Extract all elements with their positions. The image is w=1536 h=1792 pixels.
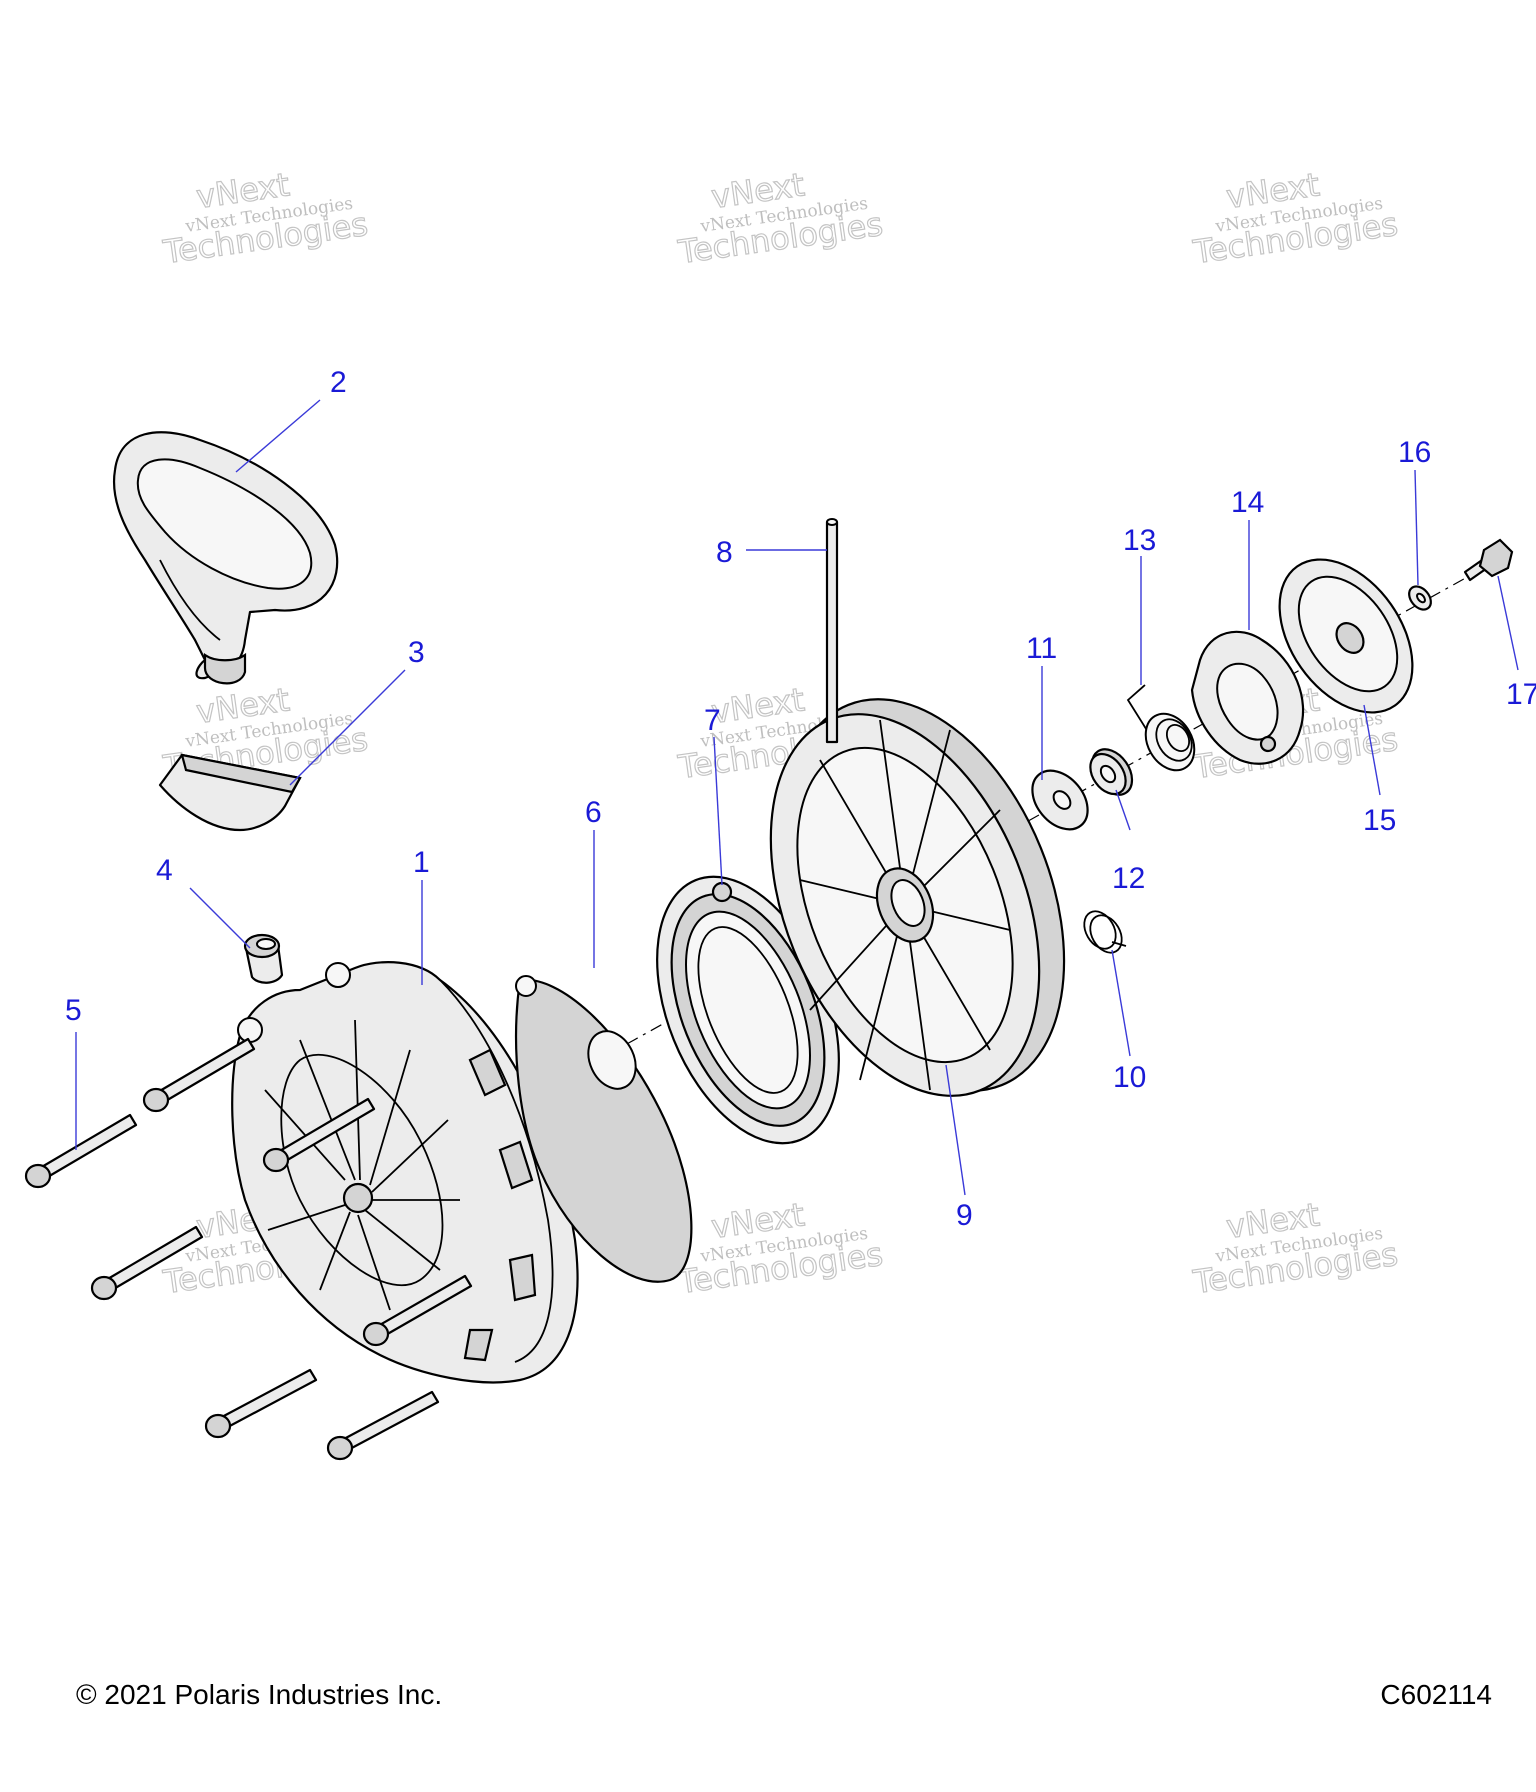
copyright-notice: © 2021 Polaris Industries Inc. — [76, 1679, 443, 1710]
bolt — [362, 1274, 473, 1347]
part-recoil-housing — [231, 961, 579, 1384]
watermark: vNext vNext Technologies Technologies — [1190, 165, 1401, 272]
callout-9: 9 — [956, 1199, 973, 1232]
callout-4: 4 — [156, 854, 173, 887]
leader-16 — [1414, 469, 1419, 586]
leader-17 — [1497, 575, 1519, 671]
part-small-washer — [1408, 585, 1432, 611]
callout-16: 16 — [1398, 436, 1431, 469]
part-hex-bolt — [1463, 538, 1514, 582]
watermark: vNext vNext Technologies Technologies — [675, 1195, 886, 1302]
part-cover-disc — [1278, 558, 1414, 714]
leader-lines — [75, 399, 1519, 1196]
leader-9 — [945, 1064, 966, 1196]
part-washer — [1031, 769, 1089, 831]
bolt — [24, 1113, 138, 1189]
callout-2: 2 — [330, 366, 347, 399]
watermark-group: vNext vNext Technologies Technologies vN… — [160, 165, 1401, 1302]
bolt — [262, 1097, 376, 1173]
part-pin — [825, 518, 839, 744]
callout-15: 15 — [1363, 804, 1396, 837]
callout-11: 11 — [1026, 632, 1057, 665]
leader-4 — [189, 887, 251, 949]
callout-10: 10 — [1113, 1061, 1146, 1094]
part-bolts — [24, 1037, 473, 1461]
callout-17: 17 — [1506, 678, 1536, 711]
part-ratchet — [1190, 630, 1305, 765]
callout-14: 14 — [1231, 486, 1264, 519]
callout-7: 7 — [704, 704, 721, 737]
part-bearing — [1089, 748, 1134, 796]
leader-15 — [1363, 704, 1381, 796]
leader-12 — [1115, 789, 1131, 831]
callout-13: 13 — [1123, 524, 1156, 557]
watermark: vNext vNext Technologies Technologies — [675, 165, 886, 272]
callout-5: 5 — [65, 994, 82, 1027]
part-handle-insert — [158, 753, 302, 832]
part-starter-handle — [113, 431, 339, 685]
leader-10 — [1111, 949, 1131, 1057]
leader-7 — [713, 736, 723, 886]
callout-6: 6 — [585, 796, 602, 829]
part-plate — [514, 975, 693, 1283]
callout-1: 1 — [413, 846, 430, 879]
watermark: vNext vNext Technologies Technologies — [1190, 1195, 1401, 1302]
callout-3: 3 — [408, 636, 425, 669]
callout-12: 12 — [1112, 862, 1145, 895]
bolt — [326, 1390, 440, 1461]
bolt — [90, 1225, 204, 1301]
bolt — [142, 1037, 256, 1113]
callout-labels: 1 2 3 4 5 6 7 8 9 10 11 12 13 14 15 16 1… — [65, 366, 1536, 1232]
leader-2 — [235, 399, 321, 473]
part-torsion-spring — [1126, 684, 1196, 772]
part-bushing — [243, 933, 284, 984]
part-small-spring — [1083, 910, 1127, 954]
watermark: vNext vNext Technologies Technologies — [160, 165, 371, 272]
diagram-code: C602114 — [1380, 1679, 1492, 1710]
bolt — [204, 1368, 318, 1439]
leader-3 — [289, 669, 406, 786]
callout-8: 8 — [716, 536, 733, 569]
